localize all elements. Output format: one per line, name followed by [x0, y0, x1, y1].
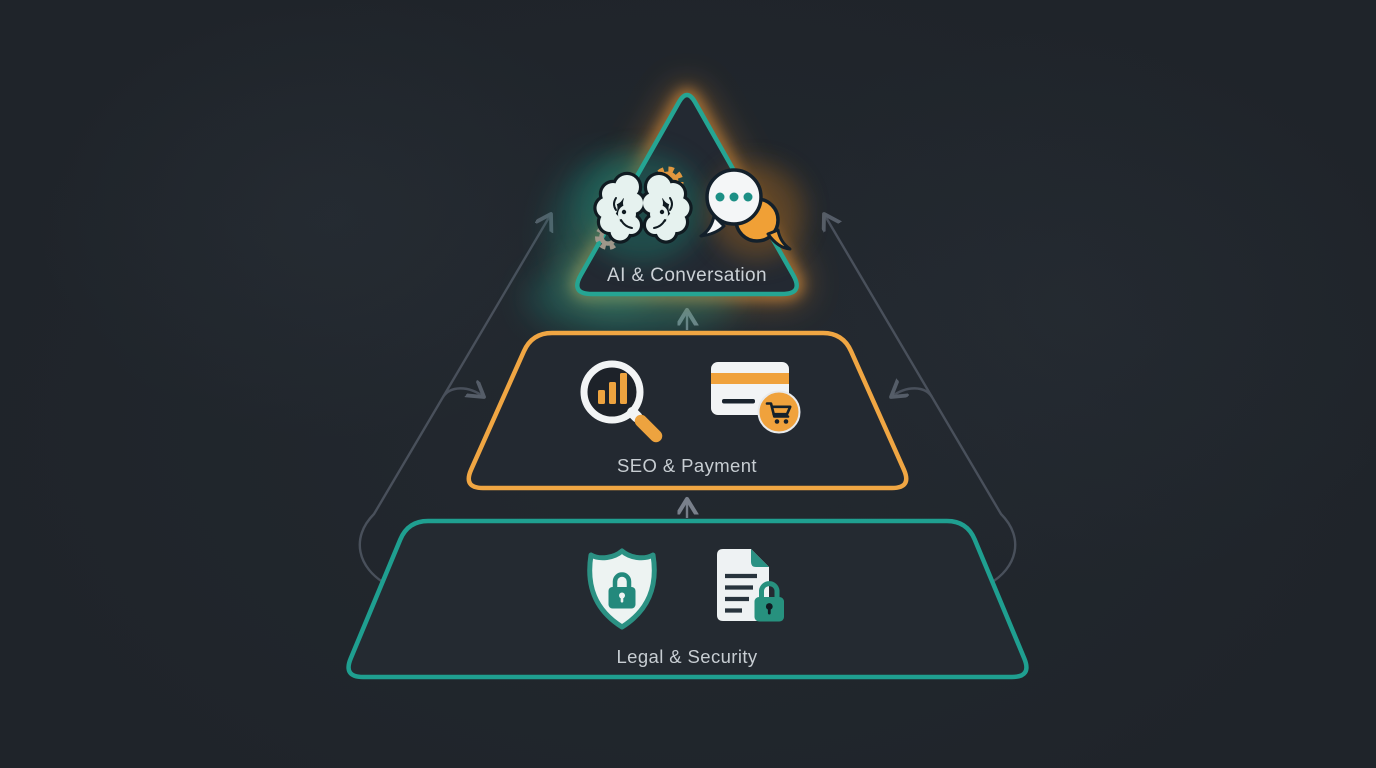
tier-label-legal-security: Legal & Security — [616, 646, 758, 667]
payment-card-cart-icon — [711, 362, 801, 434]
tier-bottom-trapezoid — [346, 518, 1029, 680]
seo-magnifier-chart-icon — [580, 360, 663, 443]
connector-branch-to-middle-right — [891, 388, 934, 397]
tier-label-seo-payment: SEO & Payment — [617, 455, 757, 476]
connector-bottom-to-top-left — [358, 214, 551, 586]
connector-branch-to-middle-left — [441, 388, 484, 397]
connector-lines — [358, 214, 1017, 586]
tier-middle-trapezoid — [466, 330, 909, 491]
brain-gears-icon — [593, 166, 693, 250]
connector-bottom-to-top-right — [824, 214, 1017, 586]
tier-label-ai-conversation: AI & Conversation — [607, 265, 767, 286]
tier-top-triangle — [575, 92, 805, 297]
chat-bubbles-icon — [699, 168, 792, 251]
shield-lock-icon — [587, 548, 657, 630]
document-lock-icon — [717, 549, 784, 622]
